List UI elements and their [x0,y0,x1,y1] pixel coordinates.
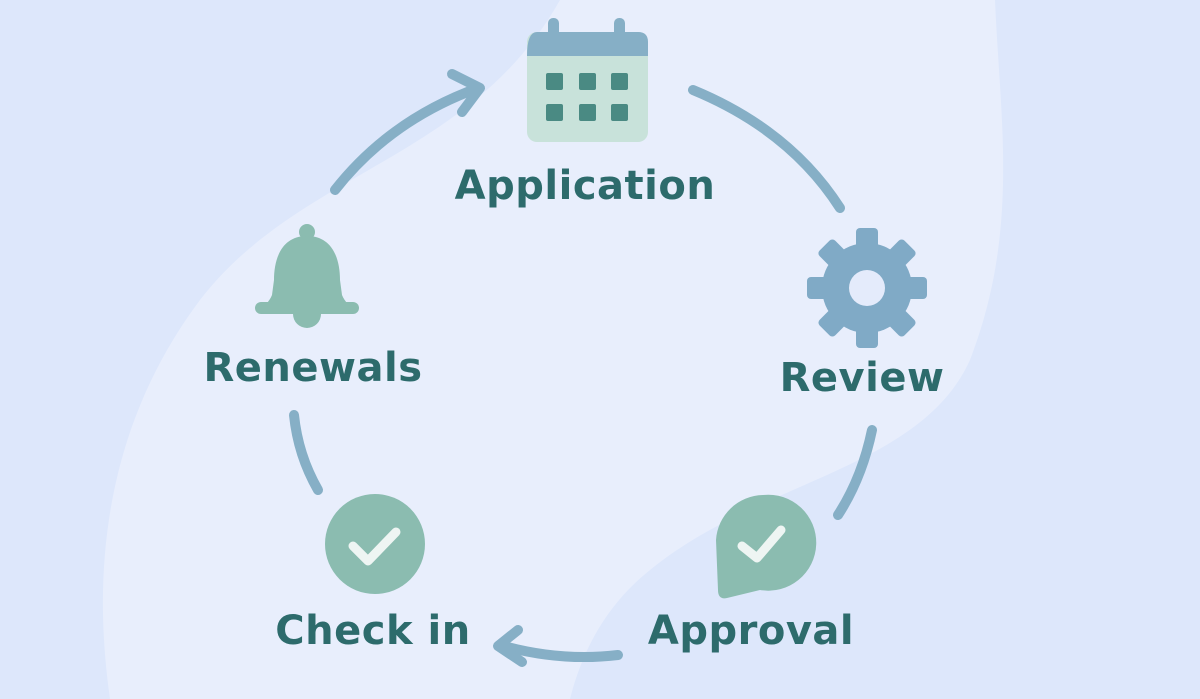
step-label-application: Application [454,163,716,209]
calendar-icon [527,18,648,142]
step-label-review: Review [779,355,945,401]
arrow-review-to-approval [833,425,877,520]
bell-icon [255,224,359,328]
gear-icon [807,228,927,348]
step-label-renewals: Renewals [203,345,423,391]
step-label-check-in: Check in [275,608,471,654]
step-label-approval: Approval [647,608,855,654]
background-blob [102,0,1004,699]
check-circle-icon [325,494,425,594]
arrow-renewals-to-application [330,83,483,195]
arrowhead-checkin [493,625,527,667]
arrow-application-to-review [688,85,845,213]
arrow-approval-to-checkin [495,640,623,663]
arrow-checkin-to-renewals [289,410,323,495]
arrowhead-application [447,69,485,117]
chat-check-icon [716,494,817,599]
